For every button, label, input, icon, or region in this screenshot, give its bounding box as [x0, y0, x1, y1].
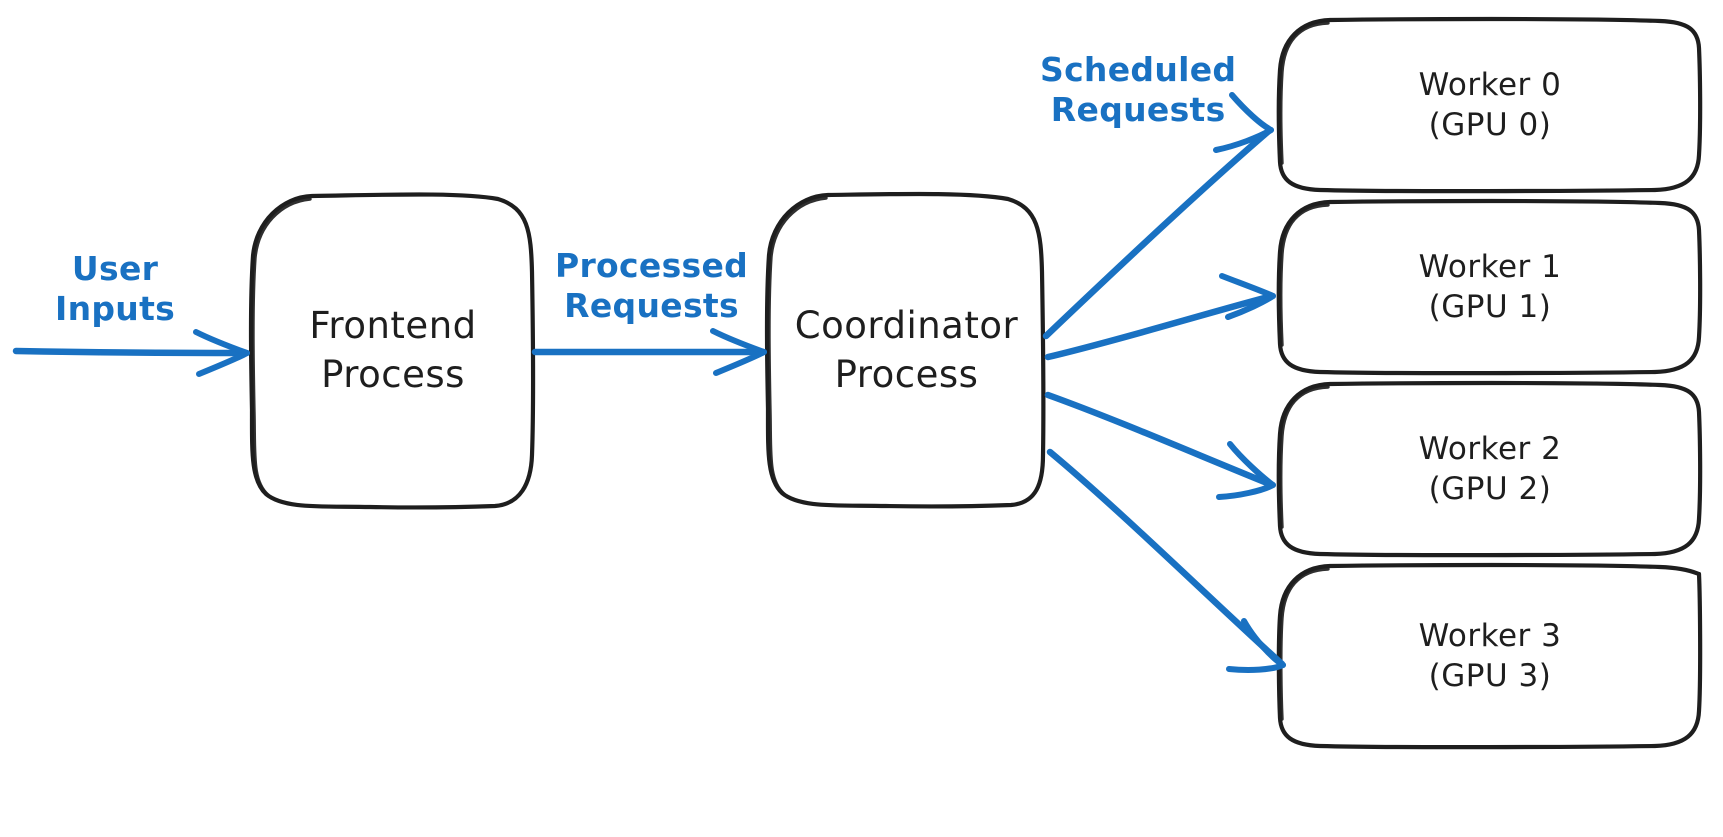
arrow-coordinator-worker-3 [1046, 448, 1286, 673]
edge-label-scheduled-requests-line1: Scheduled [1040, 50, 1237, 89]
arrow-user-inputs [12, 329, 250, 377]
worker-3-box[interactable] [1276, 562, 1703, 750]
edge-label-processed-requests: Processed Requests [555, 246, 748, 327]
worker-0-box[interactable] [1276, 16, 1703, 194]
edge-label-user-inputs: User Inputs [55, 249, 175, 330]
edge-label-scheduled-requests: Scheduled Requests [1040, 50, 1236, 131]
arrow-coordinator-worker-1 [1044, 273, 1276, 361]
edge-label-user-inputs-line2: Inputs [55, 289, 176, 329]
frontend-process-box[interactable] [248, 192, 536, 510]
coordinator-process-box[interactable] [764, 191, 1046, 509]
arrow-processed-requests [531, 328, 767, 376]
worker-1-box[interactable] [1276, 198, 1703, 376]
arrow-coordinator-worker-2 [1044, 391, 1276, 500]
edge-label-processed-requests-line2: Requests [564, 286, 739, 326]
arrow-coordinator-worker-0 [1042, 92, 1274, 340]
edge-label-scheduled-requests-line2: Requests [1050, 90, 1226, 130]
worker-2-box[interactable] [1276, 380, 1703, 558]
edge-label-user-inputs-line1: User [71, 249, 159, 288]
edge-label-processed-requests-line1: Processed [555, 246, 749, 285]
